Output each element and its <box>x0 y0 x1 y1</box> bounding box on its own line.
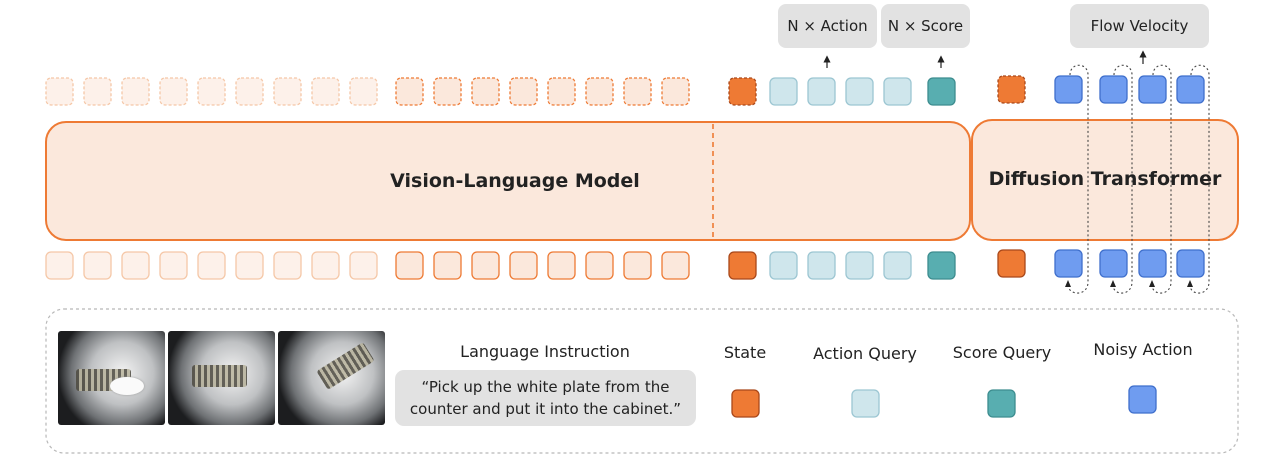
legend-action-query-label: Action Query <box>813 344 917 363</box>
camera-view-2 <box>168 331 275 425</box>
image-input-token <box>235 251 264 280</box>
image-output-token <box>197 77 226 106</box>
image-output-token <box>235 77 264 106</box>
language-output-token <box>623 77 652 106</box>
action-query-input-token <box>883 251 912 280</box>
loop-arrowhead <box>1065 280 1071 287</box>
image-output-token <box>83 77 112 106</box>
score-query-input-token <box>927 251 956 280</box>
language-input-token <box>509 251 538 280</box>
legend-score-query-swatch <box>987 389 1016 418</box>
legend-noisy-action-swatch <box>1128 385 1157 414</box>
legend-noisy-action-label: Noisy Action <box>1093 340 1193 359</box>
loop-path <box>1189 64 1210 294</box>
image-output-token <box>159 77 188 106</box>
language-input-token <box>661 251 690 280</box>
image-input-token <box>311 251 340 280</box>
n-score-tag: N × Score <box>881 4 970 48</box>
action-query-output-token <box>807 77 836 106</box>
image-output-token <box>121 77 150 106</box>
image-input-token <box>83 251 112 280</box>
state-output-token <box>728 77 757 106</box>
image-output-token <box>311 77 340 106</box>
camera-view-3 <box>278 331 385 425</box>
image-input-token <box>349 251 378 280</box>
loop-path <box>1112 64 1133 294</box>
noisy-action-input-token <box>1138 249 1167 278</box>
image-output-token <box>45 77 74 106</box>
language-output-token <box>471 77 500 106</box>
n-action-tag: N × Action <box>778 4 877 48</box>
noisy-action-output-token <box>1176 75 1205 104</box>
noisy-action-input-token <box>1054 249 1083 278</box>
state-dit-output-token <box>997 75 1026 104</box>
legend-action-query-swatch <box>851 389 880 418</box>
noisy-action-output-token <box>1138 75 1167 104</box>
plate-shape <box>110 377 144 395</box>
action-query-output-token <box>769 77 798 106</box>
dit-label: Diffusion Transformer <box>988 168 1222 190</box>
language-input-token <box>585 251 614 280</box>
action-query-output-token <box>845 77 874 106</box>
tray-shape <box>316 342 375 390</box>
language-output-token <box>585 77 614 106</box>
image-output-token <box>349 77 378 106</box>
loop-arrowhead <box>1110 280 1116 287</box>
legend-panel <box>45 308 1239 454</box>
image-input-token <box>197 251 226 280</box>
state-dit-input-token <box>997 249 1026 278</box>
image-input-token <box>273 251 302 280</box>
loop-arrowheads <box>1065 280 1193 287</box>
denoising-loops <box>1067 64 1210 294</box>
vision-language-model-block <box>45 121 971 241</box>
noisy-action-input-token <box>1176 249 1205 278</box>
language-output-token <box>509 77 538 106</box>
state-input-token <box>728 251 757 280</box>
language-input-token <box>395 251 424 280</box>
loop-arrowhead <box>1187 280 1193 287</box>
legend-state-label: State <box>723 343 767 362</box>
language-instruction-label: Language Instruction <box>460 342 630 361</box>
noisy-action-output-token <box>1099 75 1128 104</box>
flow-velocity-tag: Flow Velocity <box>1070 4 1209 48</box>
noisy-action-output-token <box>1054 75 1083 104</box>
instruction-line-1: “Pick up the white plate from the <box>421 378 670 396</box>
image-input-token <box>45 251 74 280</box>
vlm-label: Vision-Language Model <box>390 170 640 192</box>
bottom-token-row <box>45 249 1205 280</box>
action-query-input-token <box>807 251 836 280</box>
top-token-row <box>45 75 1205 106</box>
legend-score-query-label: Score Query <box>952 343 1052 362</box>
image-output-token <box>273 77 302 106</box>
image-input-token <box>159 251 188 280</box>
language-input-token <box>433 251 462 280</box>
language-input-token <box>623 251 652 280</box>
language-output-token <box>547 77 576 106</box>
legend-state-swatch <box>731 389 760 418</box>
image-input-token <box>121 251 150 280</box>
loop-path <box>1067 64 1089 294</box>
action-query-input-token <box>845 251 874 280</box>
loop-path <box>1151 64 1172 294</box>
language-output-token <box>395 77 424 106</box>
language-output-token <box>661 77 690 106</box>
action-query-output-token <box>883 77 912 106</box>
instruction-box: “Pick up the white plate from the counte… <box>395 370 696 426</box>
tray-shape <box>192 365 247 387</box>
score-query-output-token <box>927 77 956 106</box>
action-query-input-token <box>769 251 798 280</box>
loop-arrowhead <box>1149 280 1155 287</box>
noisy-action-input-token <box>1099 249 1128 278</box>
language-output-token <box>433 77 462 106</box>
instruction-line-2: counter and put it into the cabinet.” <box>409 400 682 418</box>
camera-view-1 <box>58 331 165 425</box>
language-input-token <box>547 251 576 280</box>
language-input-token <box>471 251 500 280</box>
